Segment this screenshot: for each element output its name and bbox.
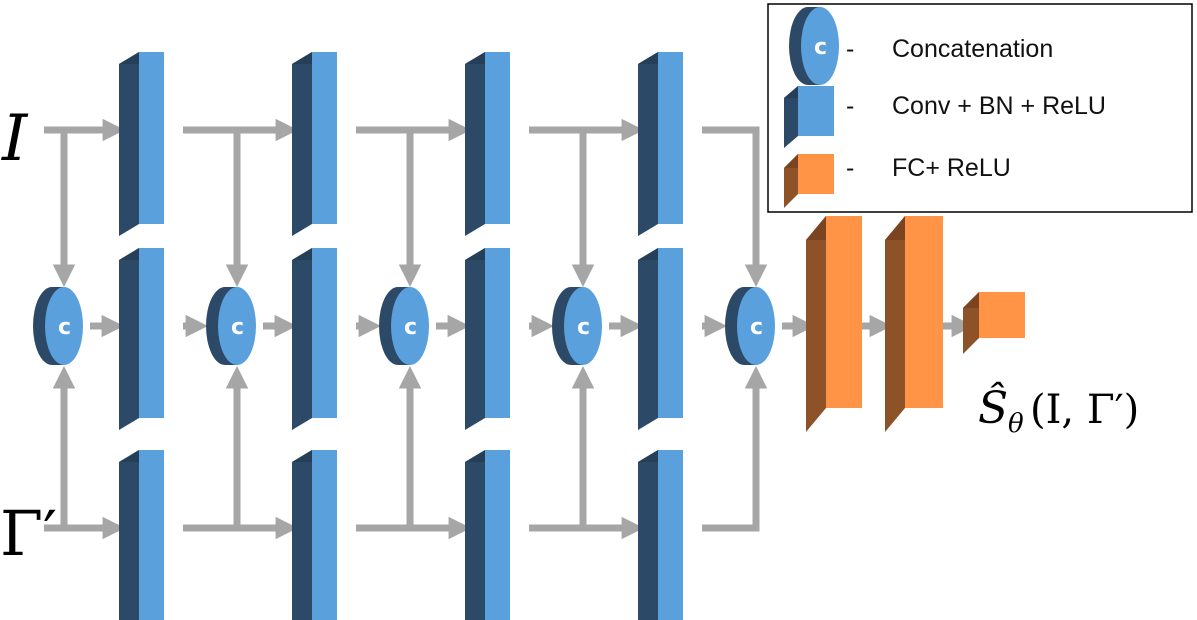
legend-conv-icon — [784, 86, 834, 148]
fc-block-1-side — [806, 216, 826, 432]
output-label: Ŝ θ (I, Γ′) — [978, 381, 1139, 439]
conv-block-top-2-side — [292, 52, 312, 236]
legend-dash-concat: - — [846, 35, 854, 63]
conv-block-bottom-4 — [638, 450, 683, 620]
fc-block-2-front — [905, 216, 943, 408]
legend: c - Concatenation - Conv + BN + ReLU - F… — [767, 3, 1193, 213]
conv-block-mid-2-front — [312, 248, 337, 418]
arrow-bottom-elbow-to-concat-5 — [702, 366, 768, 532]
conv-block-top-4 — [638, 52, 683, 236]
concat-disc-3-letter: c — [404, 315, 417, 340]
conv-block-mid-3 — [465, 248, 510, 430]
conv-block-bottom-2-side — [292, 450, 312, 620]
fc-block-2 — [885, 216, 943, 432]
conv-block-mid-1-front — [139, 248, 164, 418]
conv-block-mid-1 — [119, 248, 164, 430]
conv-block-mid-4-side — [638, 248, 658, 430]
concat-disc-4: c — [552, 287, 602, 365]
conv-block-top-1-front — [139, 52, 164, 224]
concat-disc-5-letter: c — [750, 315, 763, 340]
conv-block-mid-3-front — [485, 248, 510, 418]
conv-block-bottom-3-side — [465, 450, 485, 620]
conv-block-top-3-side — [465, 52, 485, 236]
concat-disc-1-face — [45, 287, 83, 365]
conv-block-mid-3-side — [465, 248, 485, 430]
conv-block-mid-2-side — [292, 248, 312, 430]
fc-block-3-front — [979, 292, 1025, 338]
conv-block-bottom-2-front — [312, 450, 337, 620]
legend-label-fc: FC+ ReLU — [892, 154, 1011, 182]
legend-concat-icon: c — [789, 7, 839, 85]
fc-block-1-front — [826, 216, 862, 408]
legend-dash-conv: - — [846, 92, 854, 120]
legend-conv-icon-front — [798, 86, 834, 136]
output-symbol: Ŝ — [978, 381, 1008, 434]
fc-block-1 — [806, 216, 862, 432]
concat-disc-5: c — [725, 287, 775, 365]
conv-block-top-4-front — [658, 52, 683, 224]
conv-block-top-3-front — [485, 52, 510, 224]
concat-disc-3-face — [391, 287, 429, 365]
legend-fc-icon — [784, 154, 834, 208]
conv-block-mid-4-front — [658, 248, 683, 418]
conv-block-bottom-1 — [119, 450, 164, 620]
connection-arrows — [44, 118, 974, 540]
concat-disc-2: c — [206, 287, 256, 365]
concat-disc-4-face — [564, 287, 602, 365]
conv-block-top-2-front — [312, 52, 337, 224]
fc-block-2-side — [885, 216, 905, 432]
legend-fc-icon-front — [798, 154, 834, 194]
arrow-top-elbow-to-concat-5 — [702, 126, 768, 287]
legend-concat-icon-letter: c — [814, 35, 827, 60]
output-arguments: (I, Γ′) — [1030, 387, 1139, 433]
conv-block-mid-4 — [638, 248, 683, 430]
concat-disc-1: c — [33, 287, 83, 365]
conv-block-top-2 — [292, 52, 337, 236]
conv-block-top-1 — [119, 52, 164, 236]
conv-block-top-4-side — [638, 52, 658, 236]
conv-block-top-3 — [465, 52, 510, 236]
concat-disc-2-letter: c — [231, 315, 244, 340]
conv-block-bottom-1-front — [139, 450, 164, 620]
conv-block-bottom-2 — [292, 450, 337, 620]
fc-blocks — [806, 216, 1025, 432]
legend-box — [767, 3, 1193, 213]
conv-block-bottom-3 — [465, 450, 510, 620]
legend-concat-icon-face — [801, 7, 839, 85]
conv-block-bottom-1-side — [119, 450, 139, 620]
concat-disc-4-letter: c — [577, 315, 590, 340]
fc-block-3 — [963, 292, 1025, 354]
concat-disc-2-face — [218, 287, 256, 365]
conv-block-bottom-3-front — [485, 450, 510, 620]
output-subscript: θ — [1008, 409, 1024, 439]
legend-dash-fc: - — [846, 154, 854, 182]
image-input-label: I — [1, 102, 29, 176]
legend-icons: c — [784, 7, 839, 208]
conv-block-mid-1-side — [119, 248, 139, 430]
pose-input-label: Γ′ — [0, 497, 57, 570]
concat-disc-3: c — [379, 287, 429, 365]
conv-blocks — [119, 52, 683, 620]
legend-label-concat: Concatenation — [892, 35, 1053, 63]
conv-block-top-1-side — [119, 52, 139, 236]
legend-label-conv: Conv + BN + ReLU — [892, 92, 1106, 120]
legend-conv-icon-side — [784, 86, 798, 148]
conv-block-bottom-4-side — [638, 450, 658, 620]
concat-disc-1-letter: c — [58, 315, 71, 340]
conv-block-mid-2 — [292, 248, 337, 430]
concat-disc-5-face — [737, 287, 775, 365]
conv-block-bottom-4-front — [658, 450, 683, 620]
